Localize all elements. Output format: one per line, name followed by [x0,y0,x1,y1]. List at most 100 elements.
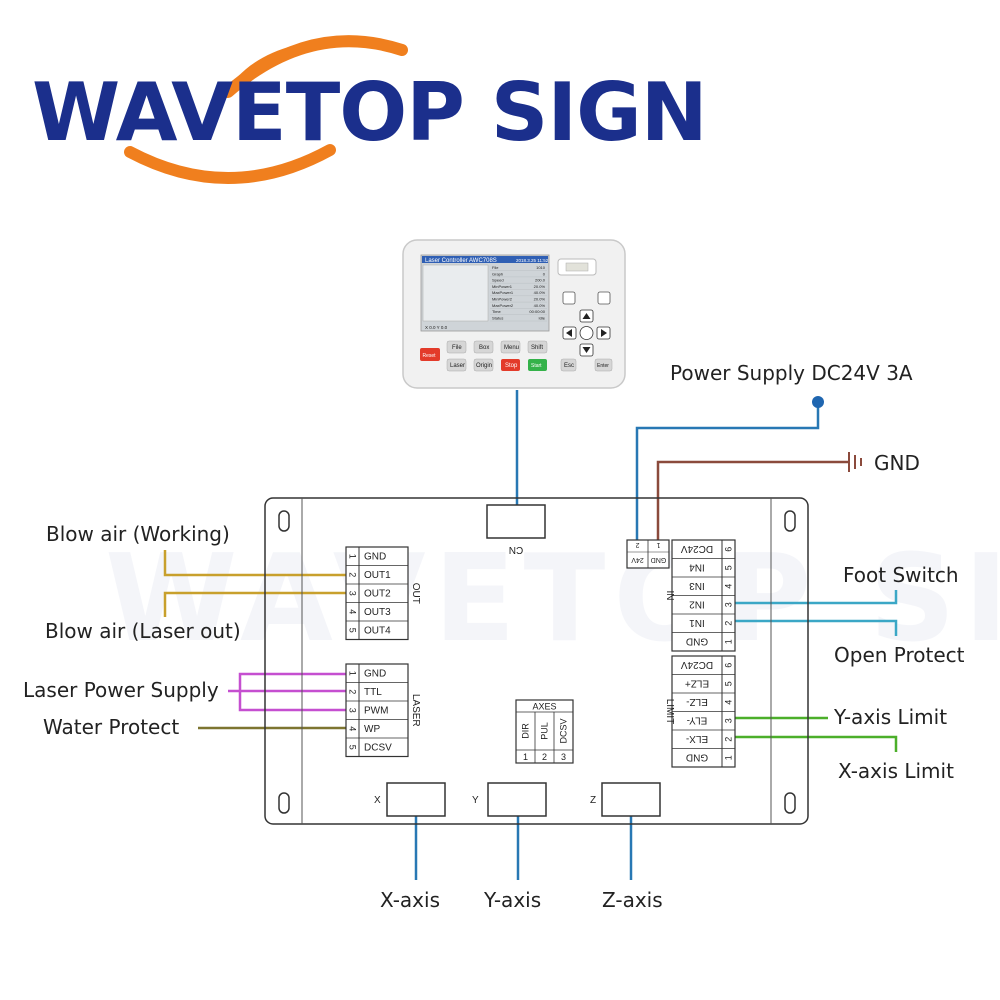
laser-button[interactable] [446,358,467,372]
box-button[interactable] [473,340,494,354]
panel-screen-datetime: 2018.3.25 11:52 [516,258,549,263]
out-label: OUT [410,583,421,604]
limit-pin-dc24v: DC24V [681,659,714,670]
y-motor-connector[interactable] [487,782,547,817]
zoom-in-button[interactable] [562,291,576,305]
laser-pin-ttl: TTL [364,687,382,698]
limit-pin-number: 2 [724,737,734,742]
arrow-up-icon [582,313,591,319]
stop-label: Stop [505,363,518,369]
panel-param-key: MaxPower2 [492,303,514,308]
panel-param-key: Speed [492,278,504,283]
panel-param-value: 20.0% [534,284,546,289]
cn-connector[interactable] [486,504,546,539]
out-pin-number: 3 [348,591,358,596]
diagram-labels: Power Supply DC24V 3A GND Blow air (Work… [23,361,965,912]
in-pin-in2: IN2 [689,598,705,609]
box-label: Box [479,345,489,351]
panel-screen-preview [422,264,489,322]
panel-param-value: 00:00:00 [529,309,545,314]
out-pin-gnd: GND [364,551,386,562]
in-pin-in1: IN1 [689,617,705,628]
control-panel: Laser Controller AWC708S 2018.3.25 11:52… [402,239,626,389]
label-gnd: GND [874,451,920,475]
out-pin-number: 2 [348,572,358,577]
power-pin-number: 1 [656,541,660,548]
limit-pin-number: 3 [724,718,734,723]
axes-pin-pul: PUL [540,722,550,740]
limit-label: LIMIT [664,699,675,725]
z-motor-connector[interactable] [601,782,661,817]
laser-pin-gnd: GND [364,668,386,679]
start-button[interactable] [528,359,547,371]
arrow-keypad [562,291,611,357]
out-pin-out4: OUT4 [364,625,391,636]
laser-label: Laser [450,363,465,369]
laser-pin-number: 1 [348,671,358,676]
usb-slot-key [565,262,589,272]
esc-button[interactable] [560,358,577,372]
shift-button[interactable] [527,340,548,354]
board-outline [264,497,809,825]
logo-swoosh-bottom [124,144,336,184]
label-blow-air-laser-out: Blow air (Laser out) [45,619,241,643]
panel-param-value: Idle [539,315,546,320]
in-pin-number: 2 [724,621,734,626]
axes-pin-number: 3 [561,752,566,762]
label-foot-switch: Foot Switch [843,563,959,587]
stop-button[interactable] [501,359,520,371]
start-label: Start [531,363,542,369]
arrow-left-icon [566,329,572,337]
ground-symbol-icon [848,452,862,472]
limit-pin-number: 6 [724,663,734,668]
menu-button[interactable] [500,340,521,354]
wire-gnd [656,460,848,540]
in-pin-number: 1 [724,639,734,644]
enter-button[interactable] [594,358,613,372]
center-button[interactable] [579,326,594,340]
panel-param-value: 200.0 [535,278,546,283]
axes-pin-number: 2 [542,752,547,762]
panel-screen-title: Laser Controller AWC708S [425,258,497,264]
in-label: IN [664,591,675,601]
panel-param-value: 40.0% [534,290,546,295]
wire-foot-switch [735,590,898,605]
limit-pin-ely: ELY- [687,714,708,725]
panel-param-value: 20.0% [534,297,546,302]
reset-button[interactable] [420,348,440,361]
shift-label: Shift [531,345,543,351]
watermark-text: WAVETOP SIGN [105,530,1000,669]
mount-hole-tl [278,510,290,532]
wire-blow-air-laser-out [163,591,350,617]
limit-pin-elz: ELZ- [686,696,708,707]
x-motor-connector[interactable] [386,782,446,817]
panel-screen-titlebar [422,256,548,263]
in-pin-number: 5 [724,565,734,570]
file-button[interactable] [446,340,467,354]
origin-label: Origin [476,363,492,369]
label-laser-power-supply: Laser Power Supply [23,678,219,702]
cn-label: CN [509,544,523,555]
power-pin-number: 2 [635,541,639,548]
panel-buttons: Reset File Box Menu Shift Laser Origin S… [420,340,613,372]
label-x-axis: X-axis [380,888,440,912]
power-supply-terminal [812,396,824,408]
laser-pin-number: 3 [348,708,358,713]
in-pin-number: 3 [724,602,734,607]
wire-laser-psu-gnd [228,672,350,693]
out-body [345,546,409,641]
zoom-out-button[interactable] [597,291,611,305]
wire-x-axis-limit [735,735,898,752]
origin-button[interactable] [473,358,494,372]
wires [163,390,898,880]
laser-pin-number: 5 [348,745,358,750]
limit-pin-elz: ELZ+ [685,677,709,688]
